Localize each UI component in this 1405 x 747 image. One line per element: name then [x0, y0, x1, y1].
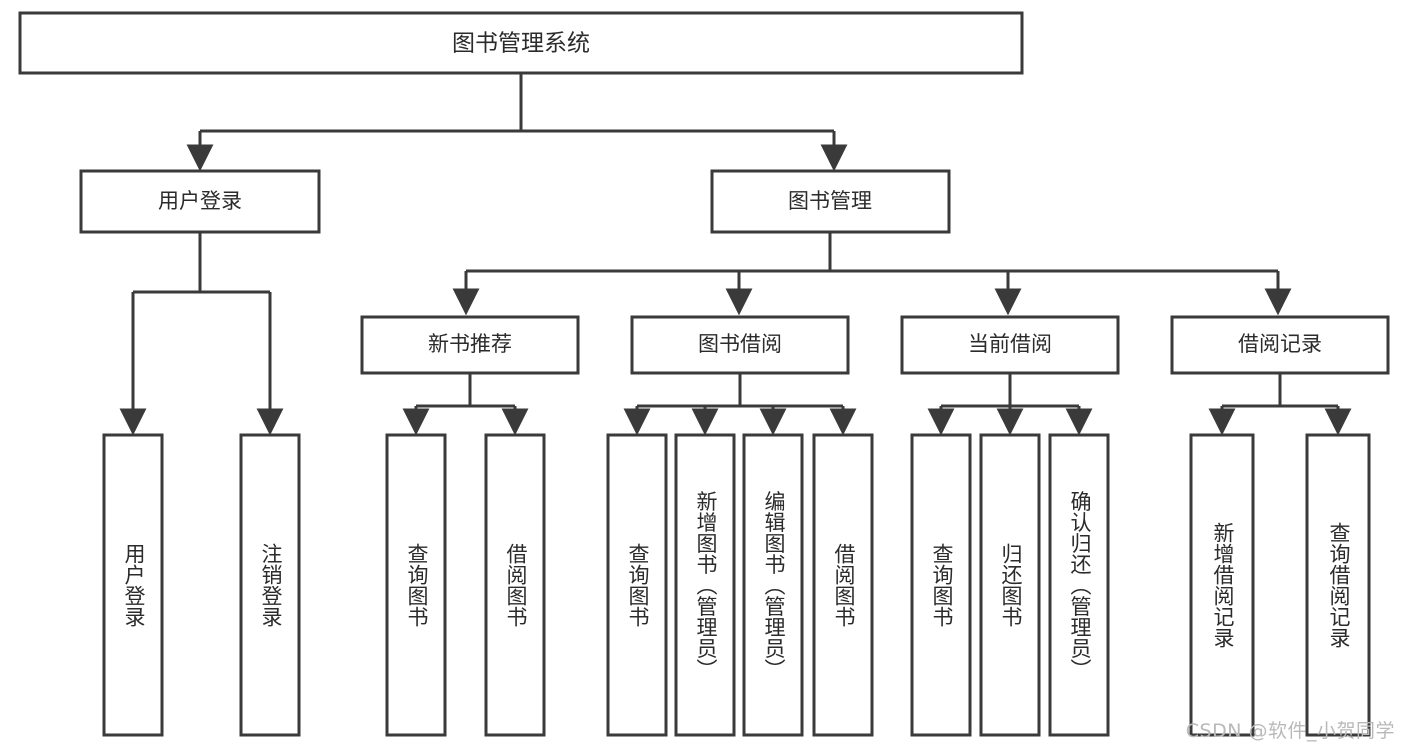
- leaf-borrow-book-2[interactable]: 借阅图书: [812, 433, 874, 737]
- leaf-add-record[interactable]: 新增借阅记录: [1189, 433, 1255, 737]
- node-root[interactable]: 图书管理系统: [18, 11, 1024, 75]
- leaf-user-login[interactable]: 用户登录: [102, 433, 164, 737]
- node-new-book-recommend[interactable]: 新书推荐: [360, 315, 580, 375]
- leaf-confirm-return-label: 确认归还（管理员）: [1068, 491, 1092, 680]
- csdn-watermark: CSDN @软件_小贺同学: [1185, 720, 1395, 742]
- node-user-login-label: 用户登录: [158, 189, 242, 213]
- node-user-login[interactable]: 用户登录: [79, 169, 321, 234]
- leaf-confirm-return[interactable]: 确认归还（管理员）: [1048, 433, 1110, 737]
- leaf-add-book-label: 新增图书（管理员）: [694, 491, 718, 680]
- leaf-borrow-book-1-box[interactable]: [484, 433, 546, 737]
- leaf-query-record-label: 查询借阅记录: [1327, 522, 1351, 648]
- node-book-borrow[interactable]: 图书借阅: [630, 315, 850, 375]
- leaf-borrow-book-2-label: 借阅图书: [832, 543, 856, 627]
- node-book-borrow-box[interactable]: [630, 315, 850, 375]
- node-borrow-record[interactable]: 借阅记录: [1170, 315, 1390, 375]
- leaf-query-book-1-label: 查询图书: [405, 543, 429, 627]
- leaf-query-record[interactable]: 查询借阅记录: [1305, 433, 1371, 737]
- leaf-query-book-1-box[interactable]: [385, 433, 447, 737]
- leaf-edit-book-label: 编辑图书（管理员）: [762, 491, 786, 680]
- leaf-borrow-book-1-label: 借阅图书: [504, 543, 528, 627]
- leaf-query-record-box[interactable]: [1305, 433, 1371, 737]
- leaf-borrow-book-2-box[interactable]: [812, 433, 874, 737]
- leaf-query-book-3[interactable]: 查询图书: [910, 433, 972, 737]
- leaf-user-login-box[interactable]: [102, 433, 164, 737]
- leaf-add-record-label: 新增借阅记录: [1211, 522, 1235, 648]
- node-book-management[interactable]: 图书管理: [710, 169, 951, 234]
- node-current-borrow[interactable]: 当前借阅: [900, 315, 1120, 375]
- leaf-logout-login[interactable]: 注销登录: [239, 433, 301, 737]
- leaf-query-book-1[interactable]: 查询图书: [385, 433, 447, 737]
- node-new-book-recommend-label: 新书推荐: [428, 332, 512, 356]
- node-book-management-label: 图书管理: [788, 189, 872, 213]
- leaf-edit-book[interactable]: 编辑图书（管理员）: [742, 433, 804, 737]
- leaf-edit-book-box[interactable]: [742, 433, 804, 737]
- leaf-logout-login-box[interactable]: [239, 433, 301, 737]
- node-current-borrow-label: 当前借阅: [968, 332, 1052, 356]
- leaf-add-book-box[interactable]: [674, 433, 736, 737]
- node-borrow-record-box[interactable]: [1170, 315, 1390, 375]
- leaf-query-book-3-label: 查询图书: [930, 543, 954, 627]
- edge-layer: [119, 73, 1352, 436]
- leaf-return-book-label: 归还图书: [999, 543, 1023, 627]
- node-root-label: 图书管理系统: [452, 31, 590, 57]
- leaf-query-book-3-box[interactable]: [910, 433, 972, 737]
- node-user-login-box[interactable]: [79, 169, 321, 234]
- leaf-return-book[interactable]: 归还图书: [979, 433, 1041, 737]
- node-book-management-box[interactable]: [710, 169, 951, 234]
- leaf-user-login-label: 用户登录: [122, 543, 146, 627]
- leaf-query-book-2-label: 查询图书: [626, 543, 650, 627]
- node-current-borrow-box[interactable]: [900, 315, 1120, 375]
- leaf-return-book-box[interactable]: [979, 433, 1041, 737]
- leaf-logout-login-label: 注销登录: [259, 543, 283, 627]
- leaf-borrow-book-1[interactable]: 借阅图书: [484, 433, 546, 737]
- leaf-query-book-2[interactable]: 查询图书: [606, 433, 668, 737]
- leaf-add-book[interactable]: 新增图书（管理员）: [674, 433, 736, 737]
- node-root-box[interactable]: [18, 11, 1024, 75]
- node-new-book-recommend-box[interactable]: [360, 315, 580, 375]
- node-borrow-record-label: 借阅记录: [1238, 332, 1322, 356]
- leaf-confirm-return-box[interactable]: [1048, 433, 1110, 737]
- leaf-add-record-box[interactable]: [1189, 433, 1255, 737]
- leaf-query-book-2-box[interactable]: [606, 433, 668, 737]
- node-book-borrow-label: 图书借阅: [698, 332, 782, 356]
